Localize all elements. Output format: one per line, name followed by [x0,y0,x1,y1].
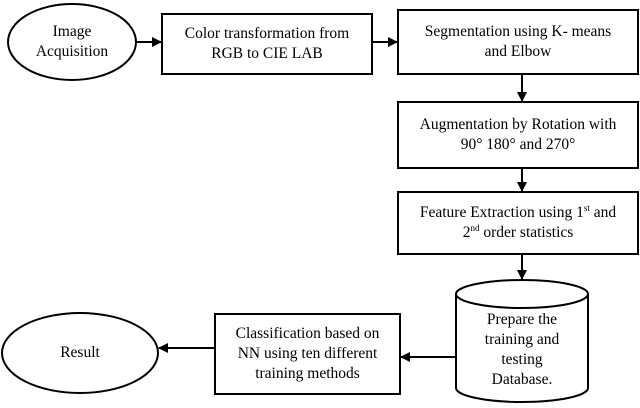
segmentation-line2: and Elbow [484,43,552,60]
database-cylinder [455,279,589,403]
feature-extraction-line2: 2nd order statistics [462,223,574,242]
augmentation-box [397,101,639,169]
augmentation-label: Augmentation by Rotation with 90° 180° a… [398,102,638,168]
classification-line1: Classification based on [235,325,380,342]
classification-label: Classification based on NN using ten dif… [215,314,400,394]
image-acquisition-line2: Acquisition [35,43,109,60]
augmentation-line2: 90° 180° and 270° [460,136,576,153]
color-transformation-label: Color transformation from RGB to CIE LAB [162,14,372,74]
result-ellipse [1,312,159,394]
classification-line2: NN using ten different [237,345,378,362]
database-line2: training and [484,331,560,348]
feature-extraction-box [397,191,639,255]
classification-box [214,313,401,395]
segmentation-box [397,9,639,75]
result-text: Result [60,344,100,361]
color-transformation-line1: Color transformation from [184,25,350,42]
color-transformation-box [161,13,373,75]
feature-extraction-line1: Feature Extraction using 1st and [419,203,617,222]
database-label: Prepare the training and testing Databas… [456,308,588,392]
result-label: Result [4,333,156,373]
database-line3: testing [501,351,543,368]
segmentation-line1: Segmentation using K- means [424,23,612,40]
color-transformation-line2: RGB to CIE LAB [211,45,323,62]
segmentation-label: Segmentation using K- means and Elbow [398,10,638,74]
database-line1: Prepare the [486,311,558,328]
image-acquisition-label: Image Acquisition [14,12,130,72]
classification-line3: training methods [255,365,360,382]
image-acquisition-line1: Image [52,23,92,40]
database-line4: Database. [491,371,553,388]
augmentation-line1: Augmentation by Rotation with [419,116,617,133]
feature-extraction-label: Feature Extraction using 1st and 2nd ord… [398,192,638,254]
